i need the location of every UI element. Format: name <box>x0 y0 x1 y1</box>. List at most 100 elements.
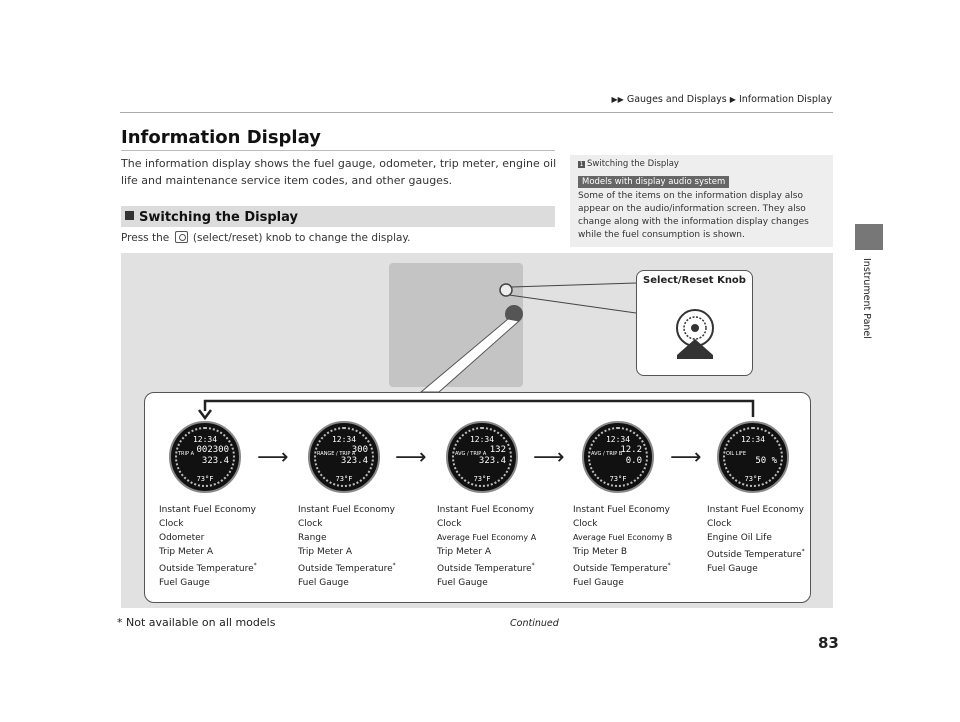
section-heading: Switching the Display <box>139 210 298 225</box>
gauge-value-primary: 002300 <box>196 445 229 455</box>
list-item: Trip Meter A <box>437 547 492 557</box>
breadcrumb-arrows: ▶▶ <box>611 95 624 104</box>
gauge-clock: 12:34 <box>605 435 631 444</box>
footnote: * Not available on all models <box>117 616 276 629</box>
gauge-value-primary: 300 <box>351 445 368 455</box>
next-arrow-icon: ⟶ <box>257 445 289 470</box>
list-item: Average Fuel Economy B <box>573 533 673 542</box>
continued-label[interactable]: Continued <box>510 618 559 629</box>
breadcrumb: ▶▶ Gauges and Displays ▶ Information Dis… <box>611 94 832 105</box>
gauge-mode-label: OIL LIFE <box>726 451 747 457</box>
asterisk-mark: * <box>801 548 805 555</box>
page-title: Information Display <box>121 127 321 148</box>
knob-label: Select/Reset Knob <box>643 275 746 286</box>
page-number: 83 <box>818 634 839 652</box>
gauge-mode-label: AVG / TRIP B <box>591 451 623 457</box>
model-tag: Models with display audio system <box>578 176 730 188</box>
press-text-after: (select/reset) knob to change the displa… <box>192 232 411 244</box>
gauge-average-a: 12:34 132 AVG / TRIP A 323.4 73°F <box>446 421 518 493</box>
information-display-figure: Select/Reset Knob 12:34 002300 TRIP A 32… <box>121 253 833 608</box>
list-item: Instant Fuel Economy <box>159 505 256 515</box>
list-item: Range <box>298 533 327 543</box>
gauge-value-primary: 132 <box>489 445 506 455</box>
chapter-label-text: Instrument Panel <box>861 258 872 339</box>
gauge-clock: 12:34 <box>469 435 495 444</box>
list-item: Clock <box>437 519 462 529</box>
asterisk-mark: * <box>253 562 257 569</box>
intro-paragraph: The information display shows the fuel g… <box>121 157 557 187</box>
list-item: Trip Meter A <box>298 547 353 557</box>
list-item: Clock <box>707 519 732 529</box>
cycle-arrow-line <box>203 399 755 417</box>
list-item: Fuel Gauge <box>298 578 349 588</box>
list-item: Clock <box>573 519 598 529</box>
list-item: Instant Fuel Economy <box>573 505 670 515</box>
gauge-items-average-a: Instant Fuel Economy Clock Average Fuel … <box>437 503 536 590</box>
list-item: Fuel Gauge <box>707 564 758 574</box>
asterisk-mark: * <box>531 562 535 569</box>
press-instruction: Press the (select/reset) knob to change … <box>121 231 410 244</box>
list-item: Instant Fuel Economy <box>707 505 804 515</box>
list-item: Instant Fuel Economy <box>437 505 534 515</box>
gauge-average-b: 12:34 12.2 AVG / TRIP B 0.0 73°F <box>582 421 654 493</box>
gauge-value-secondary: 0.0 <box>625 456 642 466</box>
callout-line-bottom <box>508 294 637 314</box>
press-arrow-base <box>677 355 713 359</box>
list-item: Engine Oil Life <box>707 533 772 543</box>
list-item: Trip Meter A <box>159 547 214 557</box>
callout-line-top <box>510 282 637 288</box>
breadcrumb-section[interactable]: Gauges and Displays <box>626 94 727 105</box>
section-square-icon <box>125 211 134 220</box>
dashboard-area <box>389 263 523 387</box>
next-arrow-icon: ⟶ <box>670 445 702 470</box>
select-reset-knob-icon <box>174 231 188 243</box>
list-item: Fuel Gauge <box>159 578 210 588</box>
press-text-before: Press the <box>121 232 170 244</box>
gauge-range: 12:34 300 RANGE / TRIP A 323.4 73°F <box>308 421 380 493</box>
cycle-arrow <box>198 399 755 421</box>
gauge-clock: 12:34 <box>331 435 357 444</box>
select-reset-knob-callout: Select/Reset Knob <box>636 270 753 376</box>
list-item: Trip Meter B <box>573 547 628 557</box>
gauge-temperature: 73°F <box>196 475 214 483</box>
gauge-value-secondary: 323.4 <box>340 456 368 466</box>
next-arrow-icon: ⟶ <box>533 445 565 470</box>
gauge-clock: 12:34 <box>740 435 766 444</box>
asterisk-mark: * <box>392 562 396 569</box>
gauge-mode-label: RANGE / TRIP A <box>317 451 356 457</box>
list-item: Outside Temperature* <box>437 562 535 574</box>
knob-drawing <box>676 309 714 359</box>
gauge-oil-life: 12:34 OIL LIFE 50 % 73°F <box>717 421 789 493</box>
gauge-value-secondary: 50 % <box>755 456 777 466</box>
next-arrow-icon: ⟶ <box>395 445 427 470</box>
knob-center-icon <box>691 324 699 332</box>
header-divider <box>120 112 833 113</box>
breadcrumb-separator: ▶ <box>729 95 736 104</box>
list-item: Instant Fuel Economy <box>298 505 395 515</box>
list-item: Average Fuel Economy A <box>437 533 537 542</box>
gauge-temperature: 73°F <box>744 475 762 483</box>
gauge-mode-label: TRIP A <box>178 451 195 457</box>
press-arrow-icon <box>677 339 713 355</box>
gauge-temperature: 73°F <box>335 475 353 483</box>
list-item: Outside Temperature* <box>573 562 671 574</box>
chapter-label: Instrument Panel <box>855 258 883 348</box>
list-item: Clock <box>298 519 323 529</box>
gauge-value-secondary: 323.4 <box>201 456 229 466</box>
cycle-arrow-head-icon <box>198 409 212 421</box>
breadcrumb-page: Information Display <box>738 94 832 105</box>
list-item: Outside Temperature* <box>159 562 257 574</box>
knob-position-icon <box>505 305 523 323</box>
list-item: Clock <box>159 519 184 529</box>
chapter-tab[interactable] <box>855 224 883 250</box>
gauge-items-range: Instant Fuel Economy Clock Range Trip Me… <box>298 503 396 590</box>
dashboard-illustration <box>389 263 637 393</box>
gauge-temperature: 73°F <box>609 475 627 483</box>
gauge-temperature: 73°F <box>473 475 491 483</box>
gauge-items-oil-life: Instant Fuel Economy Clock Engine Oil Li… <box>707 503 805 576</box>
list-item: Outside Temperature* <box>298 562 396 574</box>
note-number-icon: 1 <box>578 161 585 168</box>
gauge-value-secondary: 323.4 <box>478 456 506 466</box>
